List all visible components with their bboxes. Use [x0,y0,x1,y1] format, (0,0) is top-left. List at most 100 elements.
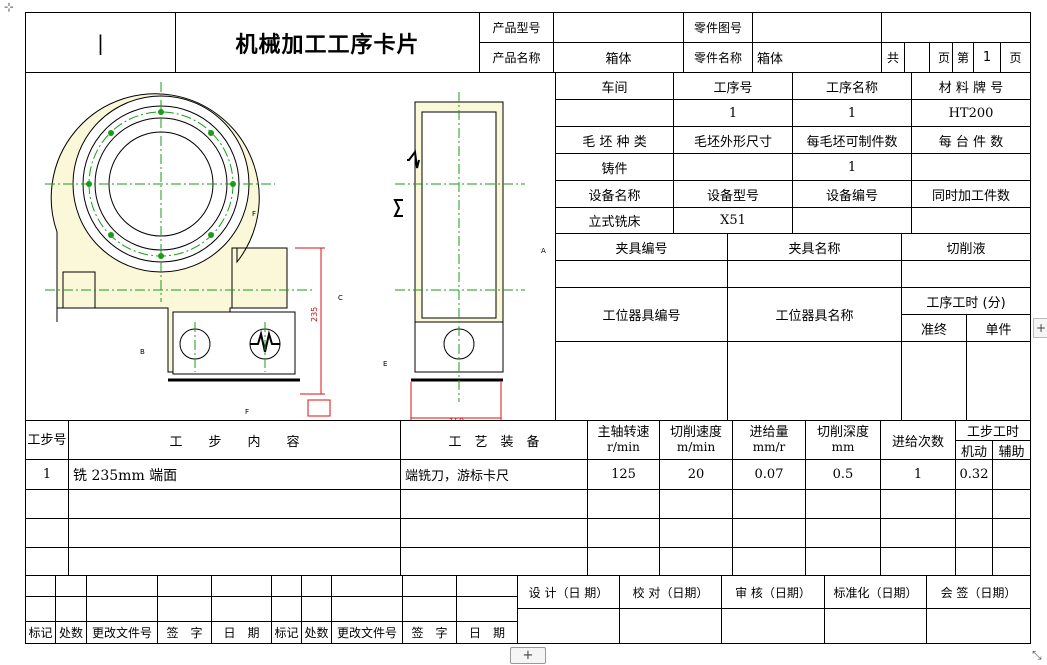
empty-cell[interactable] [955,547,993,576]
part-drawing-no-value[interactable] [752,12,882,43]
rev-cell[interactable] [402,596,457,622]
aux-time-cell[interactable] [992,459,1031,490]
empty-cell[interactable] [587,518,660,548]
empty-cell[interactable] [955,518,993,548]
rev-cell[interactable] [456,596,518,622]
rev-cell[interactable] [331,596,403,622]
check-sign-cell[interactable] [619,608,722,644]
total-pages-value[interactable] [904,42,930,73]
empty-cell[interactable] [25,489,69,519]
empty-cell[interactable] [732,518,806,548]
add-sheet-button[interactable]: + [510,647,546,664]
fixture-name-value[interactable] [727,260,902,288]
empty-cell[interactable] [68,489,401,519]
step-content-header: 工 步 内 容 [68,420,401,460]
rev-cell[interactable] [271,596,302,622]
empty-cell[interactable] [68,518,401,548]
empty-cell[interactable] [68,547,401,576]
process-name-value[interactable]: 1 [792,99,912,127]
empty-cell[interactable] [400,489,588,519]
rev-cell[interactable] [25,596,56,622]
rev-cell[interactable] [25,575,56,597]
empty-cell[interactable] [992,489,1031,519]
product-name-value[interactable]: 箱体 [553,42,684,73]
station-tool-no-value[interactable] [555,341,728,421]
header-left-cell: | [25,12,176,73]
step-content-cell[interactable]: 铣 235mm 端面 [68,459,401,490]
page-no-value[interactable]: 1 [973,42,1001,73]
aux-time-header: 辅助 [992,440,1031,460]
expand-side-button[interactable]: + [1033,318,1047,338]
workshop-label: 车间 [555,72,674,100]
equipment-model-value[interactable]: X51 [673,207,793,234]
prep-end-value[interactable] [901,341,967,421]
equipment-cell[interactable]: 端铣刀，游标卡尺 [400,459,588,490]
material-value[interactable]: HT200 [911,99,1031,127]
empty-cell[interactable] [732,547,806,576]
equipment-no-value[interactable] [792,207,912,234]
empty-cell[interactable] [732,489,806,519]
cut-speed-cell[interactable]: 20 [659,459,733,490]
empty-cell[interactable] [659,547,733,576]
countersign-sign-cell[interactable] [926,608,1031,644]
empty-cell[interactable] [880,489,956,519]
rev-cell[interactable] [157,596,212,622]
passes-cell[interactable]: 1 [880,459,956,490]
resize-corner-icon[interactable]: ⤡ [1032,648,1042,662]
empty-cell[interactable] [659,489,733,519]
empty-cell[interactable] [659,518,733,548]
empty-cell[interactable] [400,547,588,576]
rev-cell[interactable] [402,575,457,597]
rev-cell[interactable] [271,575,302,597]
rev-cell[interactable] [211,575,272,597]
depth-cell[interactable]: 0.5 [805,459,881,490]
label-a: A [541,247,546,255]
product-model-value[interactable] [553,12,684,43]
coolant-value[interactable] [901,260,1031,288]
process-no-value[interactable]: 1 [673,99,793,127]
fixture-no-value[interactable] [555,260,728,288]
simultaneous-count-value[interactable] [911,207,1031,234]
cut-speed-header-cell: 切削速度 m/min [659,420,733,460]
step-no-cell[interactable]: 1 [25,459,69,490]
rev-cell[interactable] [301,575,332,597]
parts-per-machine-value[interactable] [911,153,1031,181]
empty-cell[interactable] [805,489,881,519]
empty-cell[interactable] [955,489,993,519]
empty-cell[interactable] [880,518,956,548]
empty-cell[interactable] [805,518,881,548]
rev-cell[interactable] [301,596,332,622]
spindle-cell[interactable]: 125 [587,459,660,490]
empty-cell[interactable] [587,489,660,519]
empty-cell[interactable] [587,547,660,576]
rev-cell[interactable] [55,575,87,597]
feed-cell[interactable]: 0.07 [732,459,806,490]
rev-cell[interactable] [55,596,87,622]
empty-cell[interactable] [25,547,69,576]
machine-time-cell[interactable]: 0.32 [955,459,993,490]
empty-cell[interactable] [400,518,588,548]
rev-cell[interactable] [456,575,518,597]
rev-cell[interactable] [86,575,158,597]
empty-cell[interactable] [805,547,881,576]
empty-cell[interactable] [992,547,1031,576]
standardization-sign-cell[interactable] [824,608,927,644]
rev-cell[interactable] [211,596,272,622]
part-name-value[interactable]: 箱体 [752,42,882,73]
parts-per-blank-value[interactable]: 1 [792,153,912,181]
station-tool-name-value[interactable] [727,341,902,421]
blank-size-value[interactable] [673,153,793,181]
rev-cell[interactable] [157,575,212,597]
rev-cell[interactable] [86,596,158,622]
empty-cell[interactable] [25,518,69,548]
review-sign-cell[interactable] [721,608,825,644]
move-handle-icon[interactable]: ⊹ [4,0,15,14]
empty-cell[interactable] [880,547,956,576]
workshop-value[interactable] [555,99,674,127]
empty-cell[interactable] [992,518,1031,548]
blank-type-value[interactable]: 铸件 [555,153,674,181]
equipment-name-value[interactable]: 立式铣床 [555,207,674,234]
design-sign-cell[interactable] [517,608,620,644]
unit-time-value[interactable] [966,341,1031,421]
rev-cell[interactable] [331,575,403,597]
